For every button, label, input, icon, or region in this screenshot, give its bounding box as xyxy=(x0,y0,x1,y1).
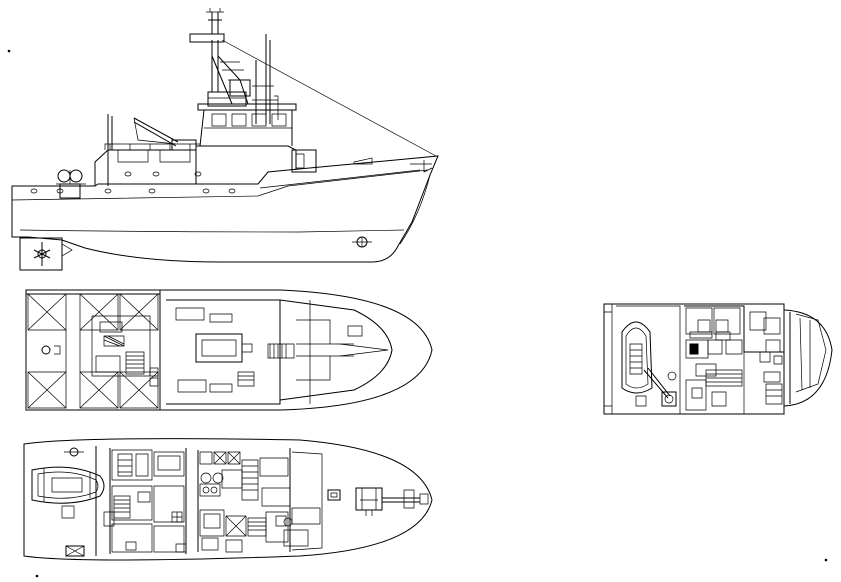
rescue-boat xyxy=(32,448,104,503)
hull-outline xyxy=(12,156,438,262)
superstructure xyxy=(95,144,316,186)
upper-deck-hull-outline xyxy=(24,439,432,560)
wheelhouse xyxy=(684,306,826,414)
main-deck-plan xyxy=(26,290,432,410)
sheer-line xyxy=(260,170,420,188)
rescue-boat xyxy=(622,322,652,393)
bow xyxy=(280,300,392,404)
bridge-deck-outline xyxy=(604,304,832,414)
forestay xyxy=(222,40,436,156)
portholes xyxy=(31,172,235,193)
aft-hatch-lower xyxy=(66,546,84,556)
bow-thruster xyxy=(352,237,372,247)
aft-winch xyxy=(56,170,86,198)
waterline xyxy=(20,230,404,232)
deck-line xyxy=(12,170,428,200)
aft-deck xyxy=(26,290,160,410)
bow-rail xyxy=(410,160,432,172)
mast xyxy=(190,8,278,124)
upper-deck-plan xyxy=(24,439,432,560)
main-deck-hull-outline xyxy=(26,290,432,410)
crane-boom xyxy=(108,114,196,150)
aft-hatch xyxy=(62,506,74,518)
propeller xyxy=(20,238,72,270)
profile-view xyxy=(12,8,438,270)
anchor-winch xyxy=(328,488,428,516)
davit xyxy=(636,368,676,406)
rooms xyxy=(96,446,322,556)
cad-points xyxy=(8,50,827,577)
bridge-deck-plan xyxy=(604,304,832,414)
forestay-lower xyxy=(354,158,372,164)
bow-curve xyxy=(400,175,430,244)
engine-room xyxy=(92,300,294,404)
